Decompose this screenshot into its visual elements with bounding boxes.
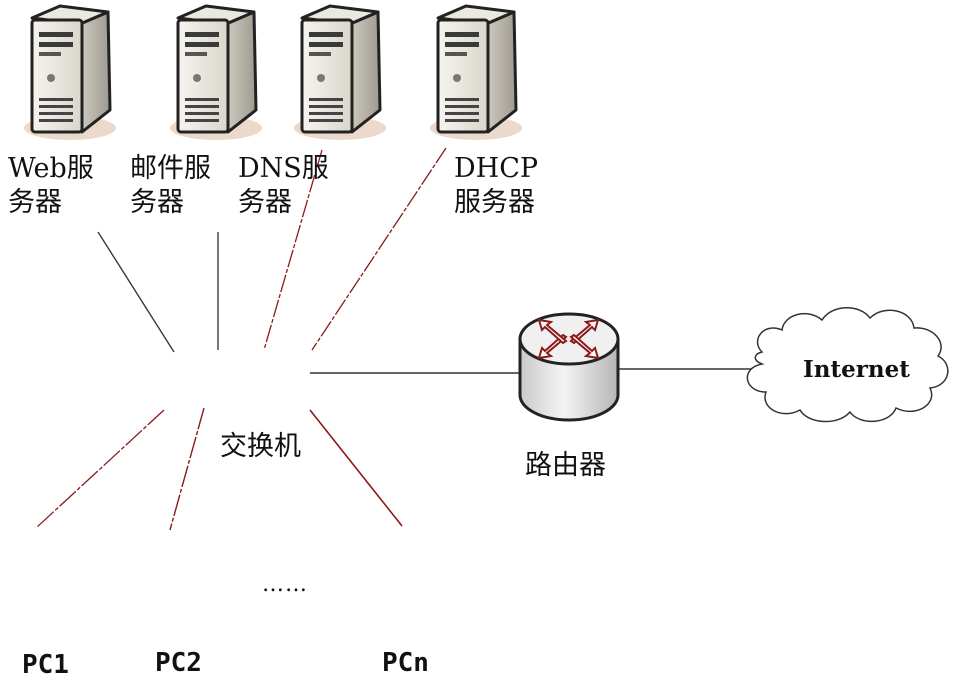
link-switch-pc2: [169, 407, 205, 531]
mail-server-label: 邮件服务器: [130, 153, 211, 218]
internet-label: Internet: [803, 356, 910, 383]
switch-label: 交换机: [220, 431, 301, 462]
dhcp-server-label: DHCP服务器: [454, 153, 539, 218]
pc2-label: PC2: [155, 648, 202, 678]
web-server-icon: [22, 4, 118, 142]
link-dns-switch: [263, 149, 323, 351]
mail-server-icon: [168, 4, 264, 142]
link-switch-pc1: [35, 409, 165, 529]
link-switch-pcn: [309, 409, 403, 527]
ellipsis-label: ……: [262, 572, 308, 597]
cloud-icon: [746, 307, 949, 423]
router-icon: [518, 312, 620, 422]
dns-server-icon: [292, 4, 388, 142]
dns-server-label: DNS服务器: [238, 153, 329, 218]
link-web-switch: [97, 231, 175, 353]
web-server-label: Web服务器: [8, 153, 94, 218]
pcn-label: PCn: [382, 648, 429, 678]
link-dhcp-switch: [311, 147, 447, 351]
router-label: 路由器: [525, 450, 606, 481]
pc1-label: PC1: [22, 650, 69, 680]
dhcp-server-icon: [428, 4, 524, 142]
